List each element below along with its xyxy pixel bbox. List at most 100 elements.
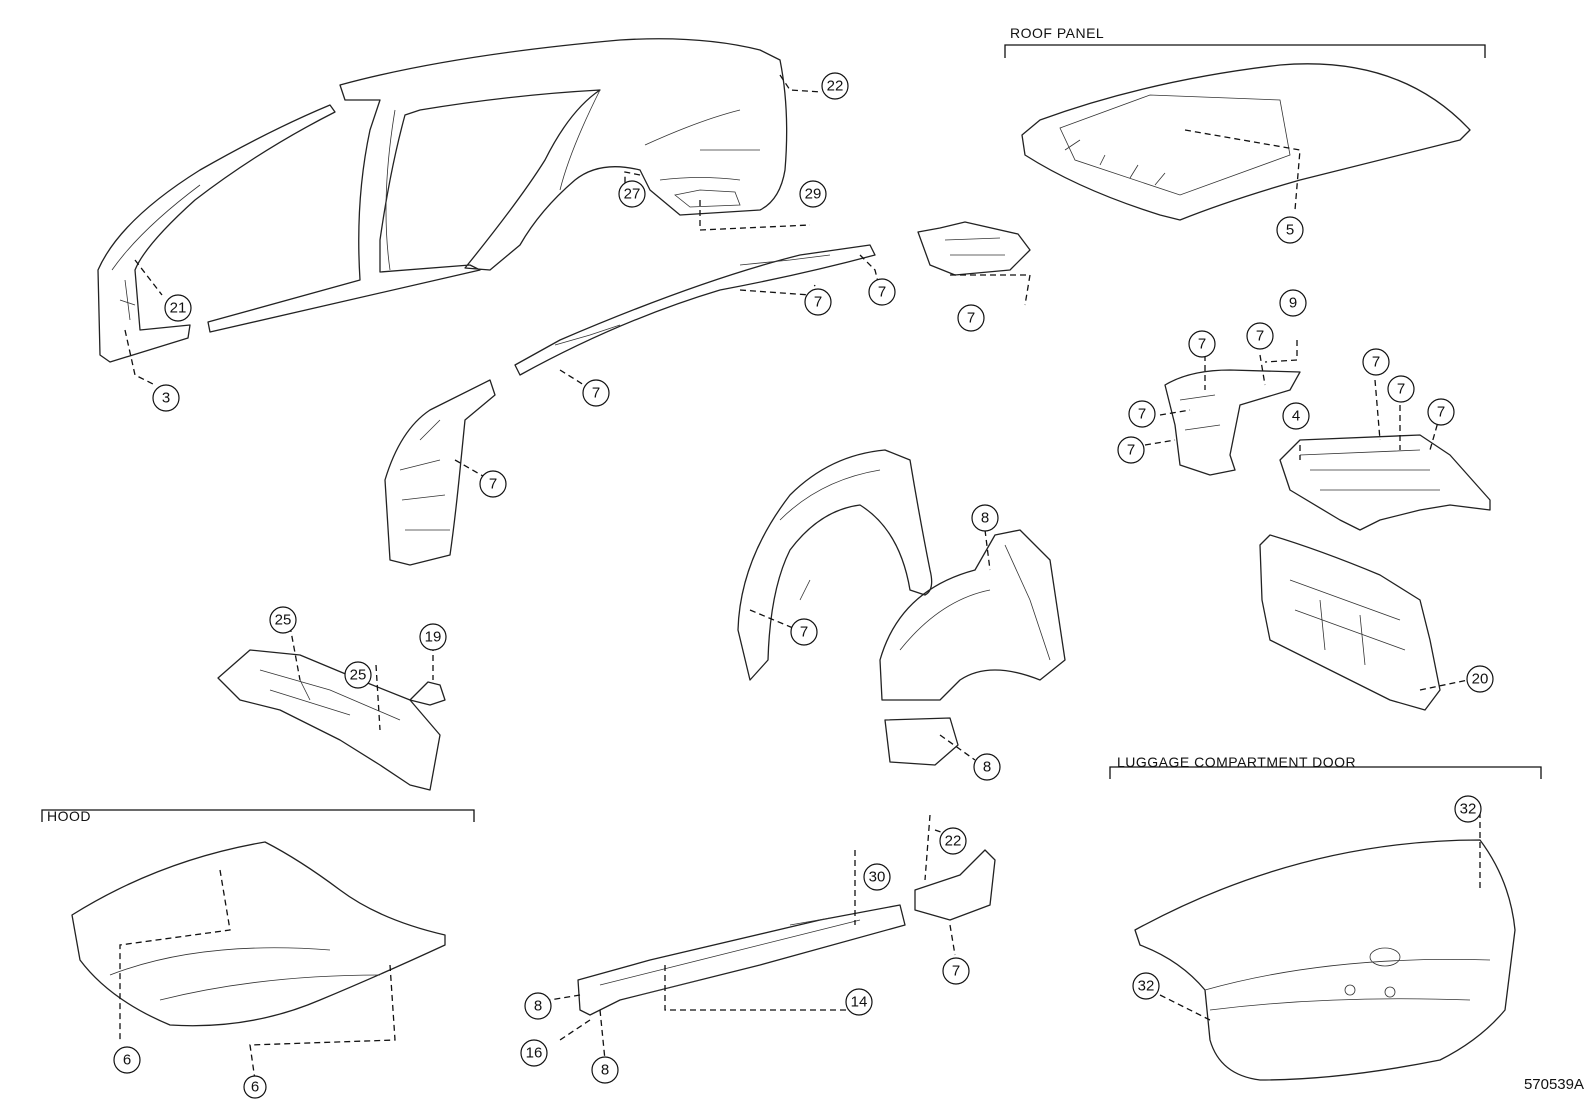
callout-21: 21 <box>164 294 192 322</box>
leader-lines <box>119 74 1481 1081</box>
callout-7: 7 <box>1117 436 1145 464</box>
svg-text:9: 9 <box>1289 295 1297 312</box>
svg-text:4: 4 <box>1292 408 1300 425</box>
callout-8: 8 <box>591 1056 619 1084</box>
svg-text:20: 20 <box>1472 671 1489 688</box>
callout-8: 8 <box>973 753 1001 781</box>
svg-text:8: 8 <box>534 998 542 1015</box>
svg-text:8: 8 <box>983 759 991 776</box>
callout-22: 22 <box>821 72 849 100</box>
callout-7: 7 <box>804 288 832 316</box>
luggage-compartment-door-label: LUGGAGE COMPARTMENT DOOR <box>1117 754 1357 770</box>
callout-5: 5 <box>1276 216 1304 244</box>
hood-panel <box>71 841 446 1027</box>
svg-text:16: 16 <box>526 1045 543 1062</box>
roof-panel-bracket <box>1004 44 1486 58</box>
roof-panel <box>1021 63 1471 221</box>
wheelhouse-bracket <box>884 717 959 766</box>
callout-30: 30 <box>863 863 891 891</box>
svg-text:5: 5 <box>1286 222 1294 239</box>
svg-text:32: 32 <box>1138 978 1155 995</box>
callout-27: 27 <box>618 180 646 208</box>
svg-text:30: 30 <box>869 869 886 886</box>
callout-22: 22 <box>939 827 967 855</box>
svg-text:7: 7 <box>592 385 600 402</box>
svg-text:3: 3 <box>162 390 170 407</box>
svg-text:7: 7 <box>1127 442 1135 459</box>
callout-7: 7 <box>790 618 818 646</box>
svg-text:7: 7 <box>878 284 886 301</box>
side-body-outer-panel <box>97 38 788 363</box>
cowl-top-panel <box>217 649 441 791</box>
svg-text:7: 7 <box>1437 404 1445 421</box>
callout-20: 20 <box>1466 665 1494 693</box>
callout-14: 14 <box>845 988 873 1016</box>
callout-16: 16 <box>520 1039 548 1067</box>
hood-bracket <box>41 809 475 822</box>
callout-9: 9 <box>1279 289 1307 317</box>
roof-panel-label: ROOF PANEL <box>1010 25 1105 41</box>
front-pillar-inner <box>384 379 496 566</box>
callout-29: 29 <box>799 180 827 208</box>
callout-7: 7 <box>582 379 610 407</box>
svg-text:7: 7 <box>1256 328 1264 345</box>
svg-text:7: 7 <box>800 624 808 641</box>
svg-text:32: 32 <box>1460 801 1477 818</box>
callout-8: 8 <box>524 992 552 1020</box>
side-sill-inner <box>577 904 906 1016</box>
rear-floor-panel <box>1279 434 1491 531</box>
cowl-bracket <box>409 681 446 706</box>
callout-7: 7 <box>957 304 985 332</box>
svg-text:7: 7 <box>1397 381 1405 398</box>
luggage-compartment-door <box>1134 839 1516 1081</box>
svg-text:6: 6 <box>251 1079 259 1096</box>
svg-text:7: 7 <box>814 294 822 311</box>
roof-side-rail-inner <box>514 244 876 376</box>
svg-text:8: 8 <box>981 510 989 527</box>
svg-text:6: 6 <box>123 1052 131 1069</box>
package-tray-panel <box>1164 369 1301 476</box>
svg-text:7: 7 <box>967 310 975 327</box>
callout-6: 6 <box>113 1046 141 1074</box>
callout-7: 7 <box>1427 398 1455 426</box>
callout-6: 6 <box>243 1075 267 1099</box>
callout-7: 7 <box>942 957 970 985</box>
callout-7: 7 <box>1387 375 1415 403</box>
svg-text:22: 22 <box>827 78 844 95</box>
callout-7: 7 <box>1362 348 1390 376</box>
svg-text:7: 7 <box>952 963 960 980</box>
callout-32: 32 <box>1454 795 1482 823</box>
rear-body-panel <box>1259 534 1441 711</box>
svg-text:22: 22 <box>945 833 962 850</box>
svg-text:14: 14 <box>851 994 868 1011</box>
callout-32: 32 <box>1132 972 1160 1000</box>
callout-25: 25 <box>344 661 372 689</box>
roof-rear-reinforcement <box>917 221 1031 276</box>
rear-wheelhouse-inner <box>879 529 1066 701</box>
rear-wheelhouse-outer <box>737 449 933 681</box>
svg-text:8: 8 <box>601 1062 609 1079</box>
svg-text:7: 7 <box>1138 406 1146 423</box>
callout-7: 7 <box>868 278 896 306</box>
callout-8: 8 <box>971 504 999 532</box>
callout-19: 19 <box>419 623 447 651</box>
quarter-inner-extension <box>914 849 996 921</box>
callout-7: 7 <box>1188 330 1216 358</box>
svg-text:7: 7 <box>489 476 497 493</box>
drawing-id: 570539A <box>1523 1076 1584 1093</box>
callout-7: 7 <box>1246 322 1274 350</box>
hood-label: HOOD <box>47 808 91 824</box>
callout-4: 4 <box>1282 402 1310 430</box>
svg-text:27: 27 <box>624 186 641 203</box>
svg-text:7: 7 <box>1198 336 1206 353</box>
svg-text:21: 21 <box>170 300 187 317</box>
luggage-door-bracket <box>1109 766 1542 779</box>
callout-7: 7 <box>1128 400 1156 428</box>
svg-text:25: 25 <box>350 667 367 684</box>
svg-text:29: 29 <box>805 186 822 203</box>
callout-25: 25 <box>269 606 297 634</box>
svg-text:25: 25 <box>275 612 292 629</box>
svg-text:7: 7 <box>1372 354 1380 371</box>
callout-3: 3 <box>152 384 180 412</box>
